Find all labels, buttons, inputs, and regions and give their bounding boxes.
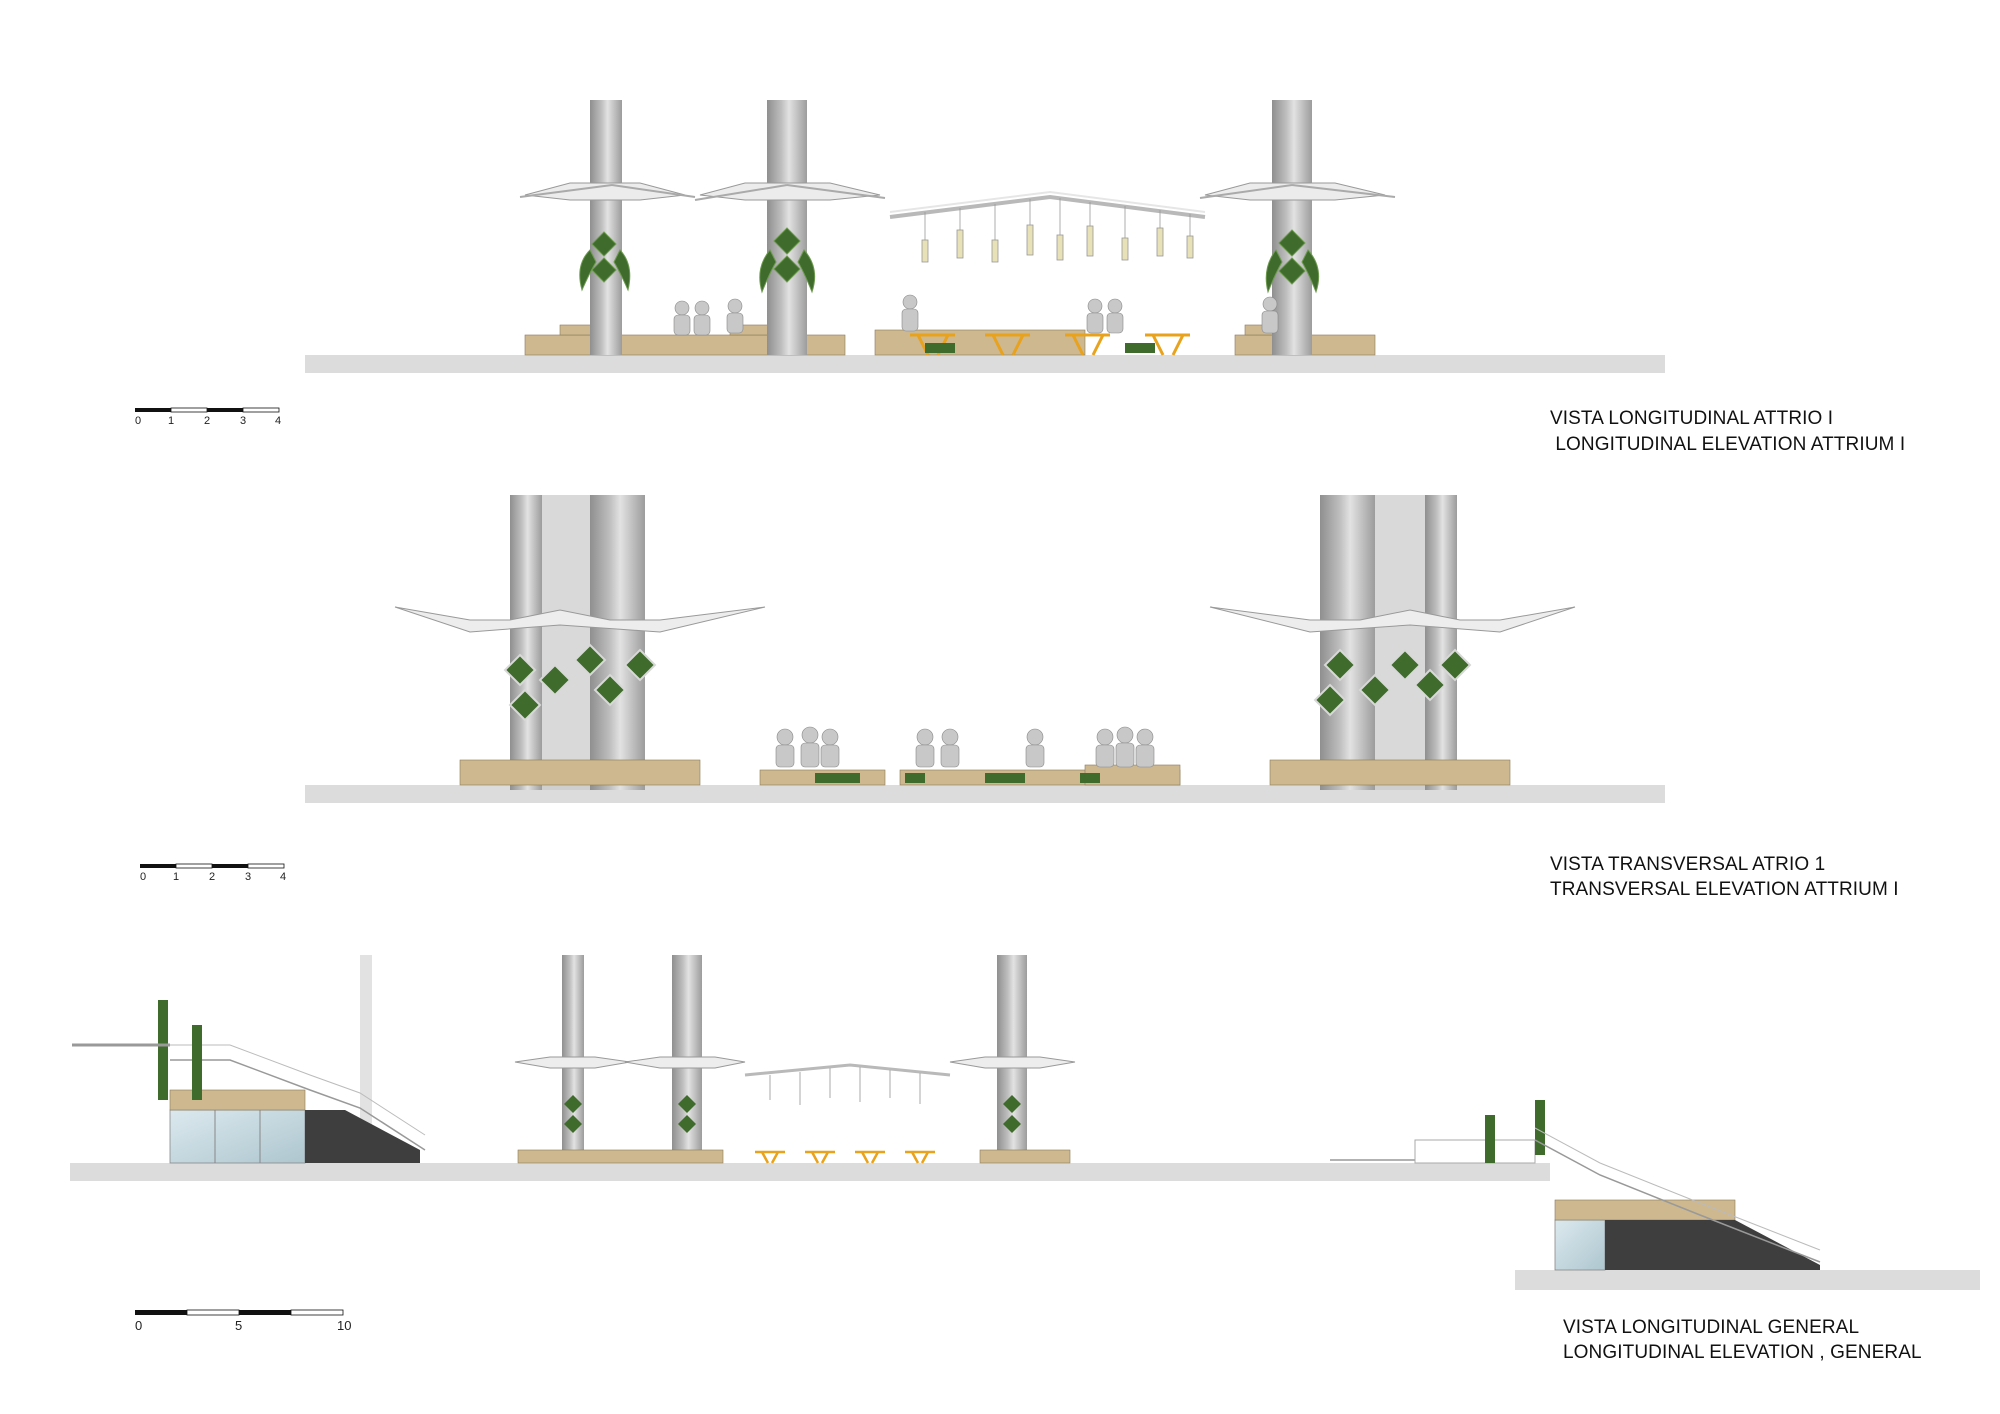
column (1199, 100, 1396, 355)
bench-blocks (517, 1149, 1071, 1164)
scale-label: 4 (280, 871, 286, 883)
left-pavilion (72, 955, 426, 1164)
caption-english: LONGITUDINAL ELEVATION ATTRIUM I (1550, 434, 1906, 455)
ground-greenery (815, 773, 1100, 783)
ground-slab (305, 785, 1665, 803)
seated-figures (775, 726, 1155, 768)
hanging-lights (921, 198, 1194, 263)
scale-bar: 0 5 10 (135, 1309, 351, 1333)
ground-slab (305, 355, 1665, 373)
scale-label: 5 (235, 1318, 242, 1333)
column (519, 100, 696, 355)
ground-slab-lower (1515, 1270, 1980, 1290)
caption-english: TRANSVERSAL ELEVATION ATTRIUM I (1550, 879, 1899, 900)
scale-label: 10 (337, 1318, 351, 1333)
column-cluster (1209, 495, 1576, 790)
ground-greenery (925, 343, 1155, 353)
column (514, 955, 631, 1163)
scale-label: 2 (209, 871, 215, 883)
diamond-planters (503, 643, 1472, 722)
right-pavilion (1330, 1100, 1821, 1271)
scale-label: 0 (140, 871, 146, 883)
scale-label: 0 (135, 1318, 142, 1333)
vertical-planters (579, 227, 1320, 294)
drawing-transversal-attrium (305, 495, 1665, 803)
scale-bar: 0 1 2 3 4 (140, 863, 286, 883)
central-canopy (889, 190, 1206, 263)
scale-label: 1 (173, 871, 179, 883)
drawing-longitudinal-general (70, 955, 1980, 1290)
central-canopy (744, 1063, 951, 1105)
drawing-longitudinal-attrium (305, 100, 1665, 373)
column (694, 100, 886, 355)
caption-english: LONGITUDINAL ELEVATION , GENERAL (1563, 1342, 1922, 1363)
seated-figures (673, 294, 1279, 336)
scale-label: 4 (275, 415, 281, 427)
vertical-planters (564, 1095, 1021, 1133)
caption-spanish: VISTA LONGITUDINAL ATTRIO I (1550, 408, 1834, 429)
cafe-furniture (755, 1150, 935, 1164)
scale-label: 3 (240, 415, 246, 427)
scale-bar: 0 1 2 3 4 (135, 407, 281, 427)
scale-label: 0 (135, 415, 141, 427)
column-cluster (394, 495, 766, 790)
caption-spanish: VISTA LONGITUDINAL GENERAL (1563, 1317, 1860, 1338)
ground-slab (70, 1163, 1550, 1181)
scale-label: 3 (245, 871, 251, 883)
scale-label: 1 (168, 415, 174, 427)
column (624, 955, 746, 1163)
caption-spanish: VISTA TRANSVERSAL ATRIO 1 (1550, 854, 1826, 875)
scale-label: 2 (204, 415, 210, 427)
